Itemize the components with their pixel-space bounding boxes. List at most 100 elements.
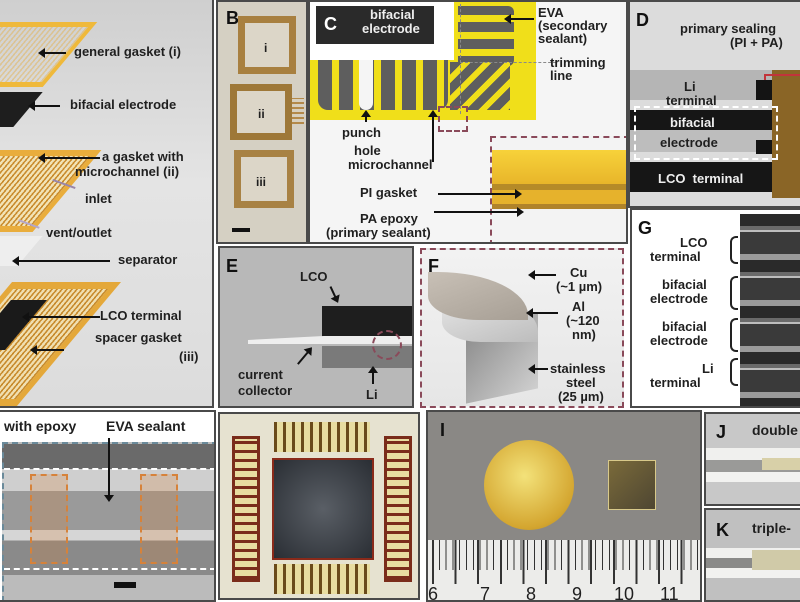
trimming-line-vertical <box>460 4 461 114</box>
label-pa-epoxy: PA epoxy <box>360 211 418 226</box>
label-al-unit: nm) <box>572 327 596 342</box>
label-primary-sealing: primary sealing <box>680 21 777 36</box>
g-brace-2 <box>730 276 738 310</box>
label-pi-gasket: PI gasket <box>360 185 418 200</box>
label-g-bifacial-1: bifacial <box>662 277 707 292</box>
label-e-lco: LCO <box>300 269 328 284</box>
label-d-terminal: terminal <box>666 93 717 108</box>
label-d-bifacial: bifacial <box>670 115 715 130</box>
microchannel-strips <box>318 60 448 110</box>
trimming-line <box>460 62 556 63</box>
d-red-bracket <box>764 74 800 82</box>
label-lco-terminal: LCO terminal <box>100 308 182 323</box>
gasket-ii <box>230 84 292 140</box>
cu-foil <box>428 272 528 320</box>
pa-epoxy-layer <box>492 184 626 190</box>
h-dash-top <box>4 468 214 470</box>
gasket-top-strip <box>274 422 370 452</box>
label-g-electrode-1: electrode <box>650 291 708 306</box>
label-cu-thickness: (~1 µm) <box>556 279 603 294</box>
label-line: line <box>550 68 573 83</box>
arrow-eva-sealant <box>104 438 114 502</box>
j-layer-white <box>706 448 800 460</box>
pa-layer-bottom <box>492 204 626 209</box>
j-layer-white-2 <box>706 472 800 482</box>
g-brace-3 <box>730 318 738 352</box>
gasket-label-ii: ii <box>258 107 265 121</box>
arrow-e-lco <box>329 286 337 298</box>
arrow-bifacial-electrode <box>28 101 60 111</box>
arrow-microchannel-gasket <box>38 153 100 163</box>
panel-b: B i ii iii <box>216 0 308 244</box>
e-zoom-circle <box>372 330 402 360</box>
label-hole: hole <box>354 143 381 158</box>
arrow-lco-terminal <box>22 312 100 322</box>
gasket-bottom-strip <box>274 564 370 594</box>
arrow-eva <box>504 14 534 24</box>
k-sealant <box>752 550 800 570</box>
label-spacer-gasket-iii: (iii) <box>179 349 199 364</box>
ruler-tick-7: 7 <box>480 584 491 602</box>
label-eva: EVA <box>538 5 564 20</box>
pi-layer-top <box>492 150 626 184</box>
ruler-tick-10: 10 <box>614 584 635 602</box>
label-inlet: inlet <box>85 191 112 206</box>
ruler-tick-8: 8 <box>526 584 537 602</box>
label-j-double: double <box>752 422 798 438</box>
ruler-tick-6: 6 <box>428 584 439 602</box>
label-punch: punch <box>342 125 381 140</box>
label-separator: separator <box>118 252 178 267</box>
ruler-tick-9: 9 <box>572 584 583 602</box>
panel-h: with epoxy EVA sealant <box>0 410 216 602</box>
arrow-pi-gasket <box>438 189 522 199</box>
label-with-epoxy: with epoxy <box>4 418 77 434</box>
panel-i: I 6 7 8 9 10 11 <box>426 410 702 602</box>
label-g-electrode-2: electrode <box>650 333 708 348</box>
label-c-electrode: electrode <box>362 21 420 36</box>
ruler-tick-11: 11 <box>660 584 679 602</box>
k-layer-white-2 <box>706 568 800 578</box>
panel-letter-d: D <box>636 10 649 30</box>
panel-g: G LCO terminal bifacial electrode bifaci… <box>630 208 800 408</box>
arrow-e-li <box>368 366 378 384</box>
label-eva-sealant: EVA sealant <box>106 418 186 434</box>
penny-coin <box>484 440 574 530</box>
d-electrode-top <box>630 110 772 130</box>
pi-layer-bottom <box>492 190 626 204</box>
arrow-punch <box>361 110 371 122</box>
cell-electrode-square <box>272 458 374 560</box>
gasket-i <box>238 16 296 74</box>
label-d-li: Li <box>684 79 696 94</box>
panel-f: F Cu (~1 µm) Al (~120 nm) stainless stee… <box>420 248 624 408</box>
label-vent-outlet: vent/outlet <box>46 225 112 240</box>
li-terminal-block <box>756 80 772 100</box>
gasket-label-iii: iii <box>256 175 267 189</box>
panel-c: C bifacial electrode EVA (secondary seal… <box>308 0 628 244</box>
label-c-bifacial: bifacial <box>370 7 415 22</box>
label-g-li-terminal: terminal <box>650 375 701 390</box>
g-sem-image <box>740 214 800 406</box>
label-pi-pa: (PI + PA) <box>730 35 783 50</box>
gasket-right-strip <box>384 436 412 582</box>
label-primary-sealant: (primary sealant) <box>326 225 431 240</box>
label-steel-thickness: (25 µm) <box>558 389 604 404</box>
label-microchannel: microchannel <box>348 157 433 172</box>
h-epoxy-box-right <box>140 474 178 564</box>
panel-j: J double <box>704 412 800 506</box>
gasket-ii-tab <box>292 98 304 124</box>
label-bifacial-electrode: bifacial electrode <box>70 97 177 112</box>
d-electrode-dashbox <box>634 106 778 160</box>
label-trimming: trimming <box>550 55 606 70</box>
diagonal-strips <box>450 62 510 110</box>
label-k-triple: triple- <box>752 520 791 536</box>
panel-letter-f: F <box>428 256 439 276</box>
bifacial-electrode-dark <box>316 6 434 44</box>
label-d-lco-terminal: LCO terminal <box>658 171 744 186</box>
label-g-lco: LCO <box>680 235 708 250</box>
h-epoxy-box-left <box>30 474 68 564</box>
arrow-al <box>526 308 558 318</box>
e-lco-block <box>322 306 412 338</box>
d-electrode-mid <box>630 130 772 152</box>
label-e-li: Li <box>366 387 378 402</box>
label-gasket-with: a gasket with <box>102 149 184 164</box>
